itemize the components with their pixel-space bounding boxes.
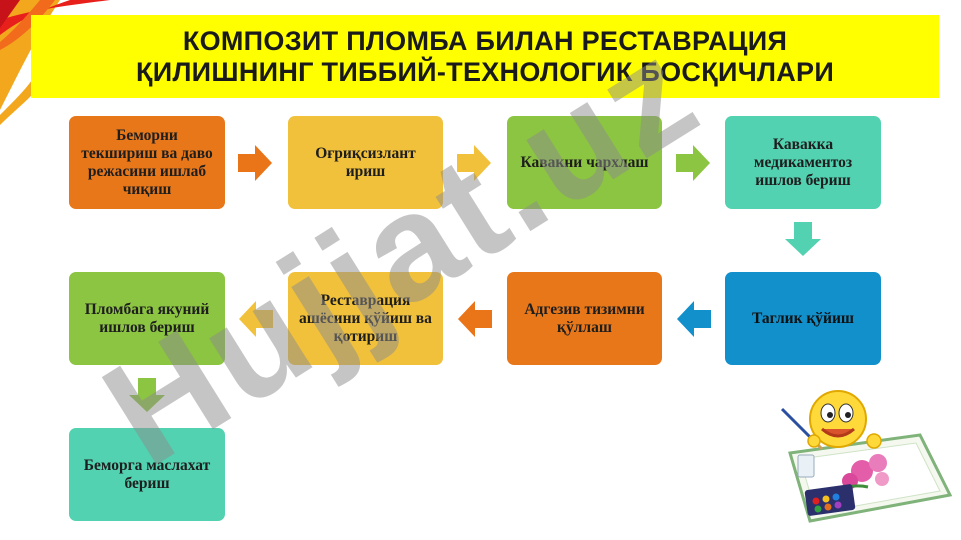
smiley-painter-clipart <box>780 390 953 523</box>
step-label: Кавакка медикаментоз ишлов бериш <box>753 135 853 189</box>
slide-title: КОМПОЗИТ ПЛОМБА БИЛАН РЕСТАВРАЦИЯ ҚИЛИШН… <box>31 15 939 98</box>
step-box-patient-advice: Беморга маслахат бериш <box>69 428 225 521</box>
arrow-left-icon <box>458 301 492 337</box>
step-label: Адгезив тизимни қўллаш <box>524 300 645 336</box>
arrow-down-icon <box>785 222 821 256</box>
arrow-right-icon <box>457 145 491 181</box>
step-label: Пломбага якуний ишлов бериш <box>84 300 210 336</box>
arrow-right-icon <box>238 145 272 181</box>
step-label: Беморга маслахат бериш <box>83 456 211 492</box>
step-label: Кавакни чархлаш <box>520 153 649 171</box>
arrow-down-icon <box>129 378 165 412</box>
step-box-cavity-preparation: Кавакни чархлаш <box>507 116 662 209</box>
step-label: Беморни текшириш ва даво режасини ишлаб … <box>81 126 213 198</box>
step-box-final-finishing: Пломбага якуний ишлов бериш <box>69 272 225 365</box>
title-line-1: КОМПОЗИТ ПЛОМБА БИЛАН РЕСТАВРАЦИЯ <box>182 25 788 56</box>
arrow-left-icon <box>677 301 711 337</box>
step-box-adhesive-system: Адгезив тизимни қўллаш <box>507 272 662 365</box>
title-line-2: ҚИЛИШНИНГ ТИББИЙ-ТЕХНОЛОГИК БОСҚИЧЛАРИ <box>135 56 835 87</box>
step-box-medication-treatment: Кавакка медикаментоз ишлов бериш <box>725 116 881 209</box>
step-box-liner: Таглик қўйиш <box>725 272 881 365</box>
step-label: Таглик қўйиш <box>751 309 854 327</box>
step-box-restoration-material: Реставрация ашёсини қўйиш ва қотириш <box>288 272 443 365</box>
step-box-examination: Беморни текшириш ва даво режасини ишлаб … <box>69 116 225 209</box>
arrow-left-icon <box>239 301 273 337</box>
step-label: Реставрация ашёсини қўйиш ва қотириш <box>299 291 432 345</box>
step-label: Оғриқсизлант ириш <box>315 144 416 180</box>
step-box-anesthesia: Оғриқсизлант ириш <box>288 116 443 209</box>
arrow-right-icon <box>676 145 710 181</box>
